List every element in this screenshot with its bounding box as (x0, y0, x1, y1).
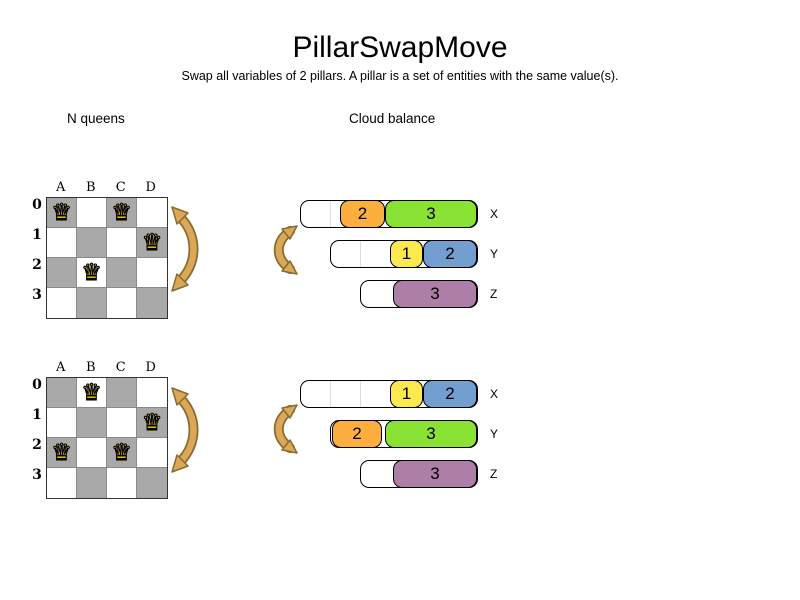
process-block: 3 (385, 420, 477, 448)
cloud-row-label: X (490, 387, 499, 401)
grid-tick (330, 201, 331, 227)
cloud-row-label: Z (490, 287, 498, 301)
queen-icon: ♛ (141, 229, 163, 255)
board-cell (77, 198, 107, 228)
board-cell (107, 258, 137, 288)
board-cell: ♛ (77, 378, 107, 408)
process-block: 1 (390, 380, 423, 408)
board-cell: ♛ (47, 438, 77, 468)
process-block: 2 (332, 420, 382, 448)
grid-tick (360, 241, 361, 267)
board-grid: ♛ ♛ ♛ ♛ (46, 197, 168, 319)
process-block: 1 (390, 240, 423, 268)
section-heading-nqueens: N queens (67, 111, 125, 126)
column-label: C (115, 360, 127, 375)
grid-tick (360, 381, 361, 407)
board-cell (137, 438, 167, 468)
board-grid: ♛ ♛ ♛ ♛ (46, 377, 168, 499)
swap-arrow-queens-bottom (171, 387, 199, 473)
column-label: C (115, 180, 127, 195)
grid-tick (330, 381, 331, 407)
process-block: 3 (393, 460, 477, 488)
board-cell: ♛ (47, 198, 77, 228)
column-label: A (56, 360, 66, 375)
board-cell (77, 468, 107, 498)
process-block: 2 (423, 380, 477, 408)
queen-icon: ♛ (51, 199, 73, 225)
row-label: 0 (32, 197, 42, 213)
board-cell (107, 408, 137, 438)
row-label: 3 (32, 467, 42, 483)
board-cell (47, 288, 77, 318)
board-cell (107, 288, 137, 318)
process-block: 3 (393, 280, 477, 308)
cloud-row-label: Z (490, 467, 498, 481)
board-cell (47, 228, 77, 258)
queen-icon: ♛ (111, 439, 133, 465)
board-cell (47, 468, 77, 498)
column-label: D (145, 180, 157, 195)
board-cell (47, 408, 77, 438)
swap-arrow-cloud-top (273, 225, 298, 275)
board-cell: ♛ (77, 258, 107, 288)
board-cell (107, 378, 137, 408)
chessboard-before: A B C D 0 1 2 3 ♛ ♛ ♛ ♛ (28, 180, 168, 319)
row-label: 1 (32, 227, 42, 243)
row-label: 2 (32, 437, 42, 453)
queen-icon: ♛ (51, 439, 73, 465)
column-label: B (85, 360, 97, 375)
cloud-row-label: X (490, 207, 499, 221)
board-cell (107, 468, 137, 498)
swap-arrow-cloud-bottom (273, 404, 298, 454)
board-cell (47, 378, 77, 408)
board-cell: ♛ (137, 408, 167, 438)
queen-icon: ♛ (111, 199, 133, 225)
cloud-row-label: Y (490, 247, 499, 261)
queen-icon: ♛ (81, 259, 103, 285)
board-cell (47, 258, 77, 288)
queen-icon: ♛ (81, 379, 103, 405)
swap-arrow-queens-top (171, 206, 199, 292)
column-label: A (56, 180, 66, 195)
chessboard-after: A B C D 0 1 2 3 ♛ ♛ ♛ ♛ (28, 360, 168, 499)
board-cell (137, 288, 167, 318)
board-cell (137, 198, 167, 228)
board-cell (107, 228, 137, 258)
page-title: PillarSwapMove (292, 31, 508, 64)
board-cell (137, 258, 167, 288)
board-cell: ♛ (137, 228, 167, 258)
process-block: 2 (423, 240, 477, 268)
board-cell (137, 468, 167, 498)
process-block: 2 (340, 200, 385, 228)
board-cell (77, 228, 107, 258)
board-cell (77, 288, 107, 318)
board-cell (77, 408, 107, 438)
cloud-row-label: Y (490, 427, 499, 441)
board-cell (137, 378, 167, 408)
page-subtitle: Swap all variables of 2 pillars. A pilla… (181, 69, 619, 83)
queen-icon: ♛ (141, 409, 163, 435)
board-cell: ♛ (107, 438, 137, 468)
column-label: B (85, 180, 97, 195)
section-heading-cloud-balance: Cloud balance (349, 111, 436, 126)
row-label: 2 (32, 257, 42, 273)
row-label: 0 (32, 377, 42, 393)
row-label: 1 (32, 407, 42, 423)
row-label: 3 (32, 287, 42, 303)
board-cell (77, 438, 107, 468)
column-label: D (145, 360, 157, 375)
board-cell: ♛ (107, 198, 137, 228)
process-block: 3 (385, 200, 477, 228)
